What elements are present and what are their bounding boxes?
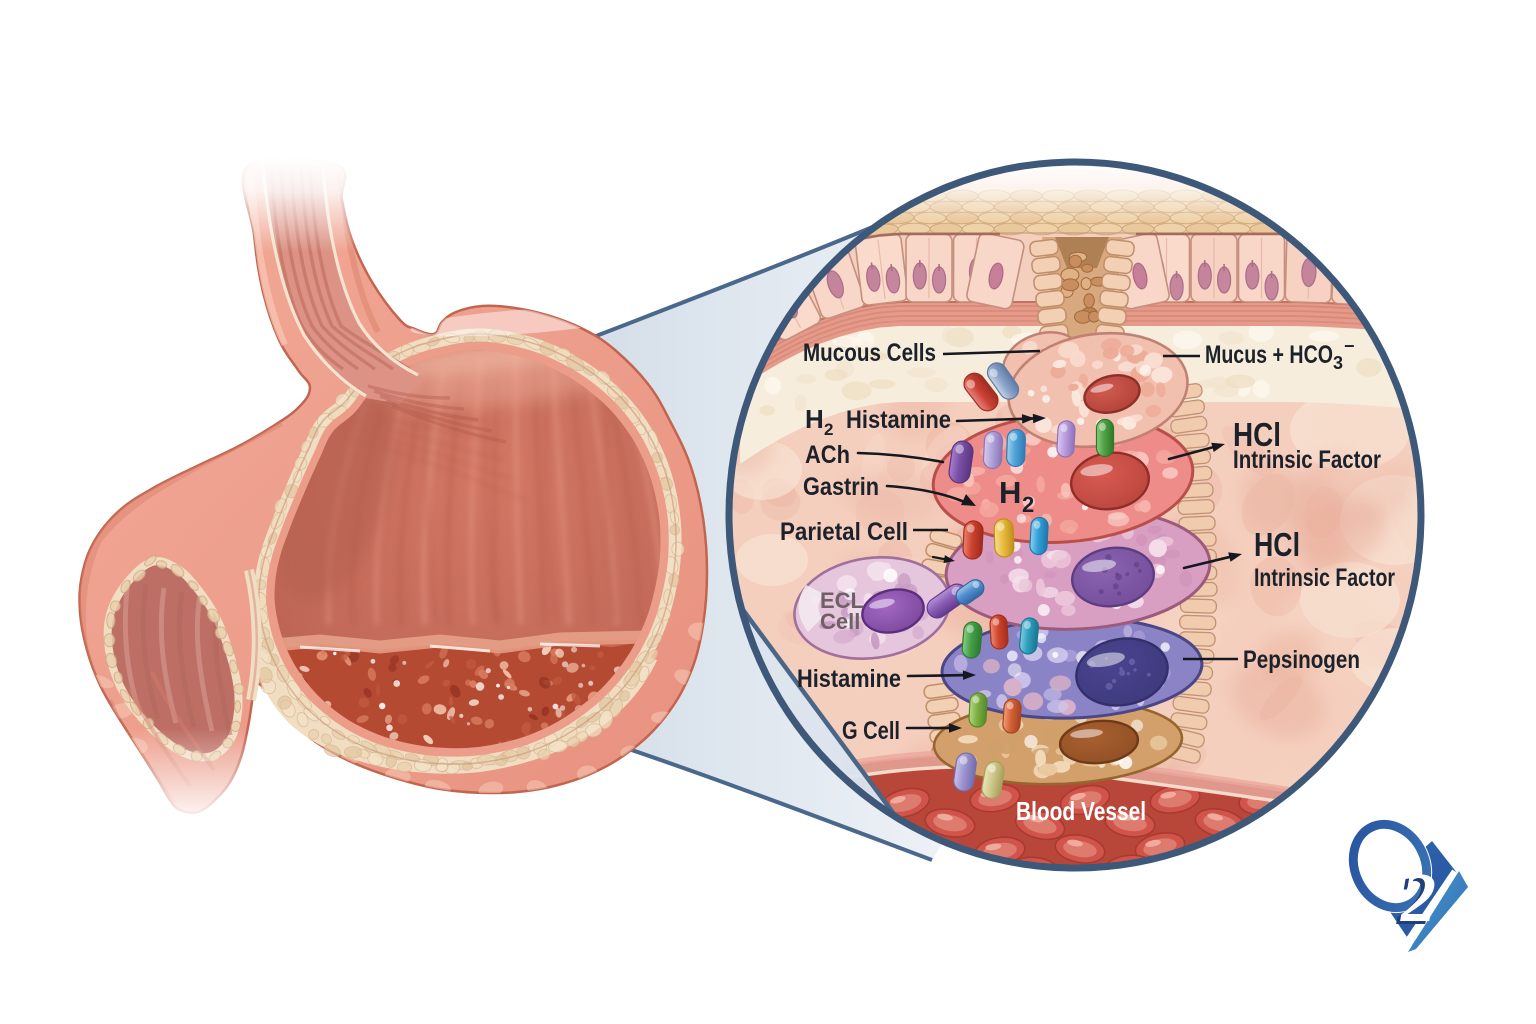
svg-text:Pepsinogen: Pepsinogen	[1243, 646, 1360, 674]
svg-text:Intrinsic Factor: Intrinsic Factor	[1233, 446, 1381, 474]
svg-text:HCl: HCl	[1254, 526, 1300, 563]
svg-text:Histamine: Histamine	[846, 406, 951, 434]
svg-text:ACh: ACh	[805, 441, 850, 469]
svg-text:Histamine: Histamine	[797, 665, 901, 693]
svg-text:2: 2	[824, 420, 833, 439]
svg-text:2: 2	[1022, 492, 1034, 517]
svg-text:HCl: HCl	[1233, 416, 1281, 453]
svg-text:2: 2	[1400, 860, 1436, 937]
svg-text:Mucus + HCO: Mucus + HCO	[1205, 341, 1333, 369]
svg-text:−: −	[1344, 336, 1355, 356]
svg-text:Parietal Cell: Parietal Cell	[780, 518, 908, 546]
svg-text:2: 2	[1396, 863, 1432, 940]
svg-text:ECL: ECL	[820, 588, 864, 613]
svg-text:Intrinsic Factor: Intrinsic Factor	[1254, 564, 1395, 592]
svg-text:3: 3	[1333, 353, 1343, 373]
svg-text:Gastrin: Gastrin	[803, 473, 879, 501]
svg-text:Blood Vessel: Blood Vessel	[1016, 796, 1146, 826]
svg-text:Mucous Cells: Mucous Cells	[803, 339, 936, 367]
svg-text:G Cell: G Cell	[842, 717, 900, 745]
svg-text:H: H	[999, 475, 1021, 510]
svg-text:Cell: Cell	[820, 609, 860, 634]
svg-text:H: H	[805, 404, 824, 434]
